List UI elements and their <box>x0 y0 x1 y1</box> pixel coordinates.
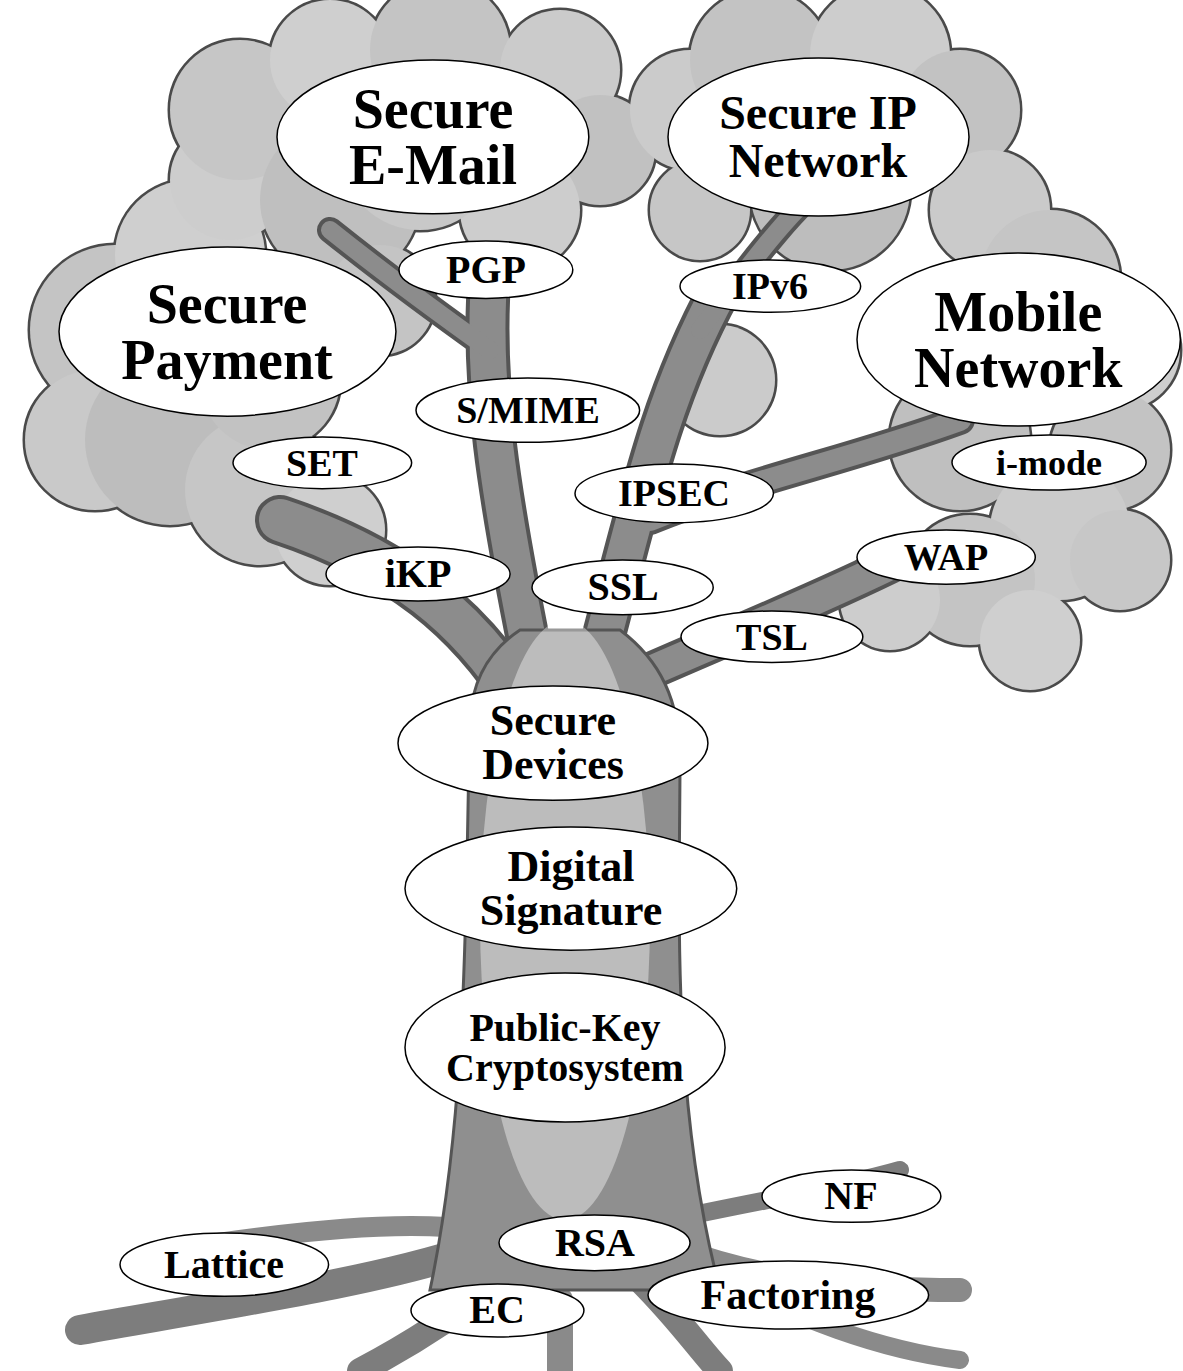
ellipse-shape <box>411 1284 584 1337</box>
ellipse-shape <box>762 1170 941 1222</box>
ellipse-node: WAP <box>856 529 1036 585</box>
ellipse-shape <box>499 1215 690 1271</box>
node-label: Public-Key Cryptosystem <box>441 1008 689 1088</box>
node-label: IPSEC <box>618 474 730 512</box>
ellipse-shape <box>405 973 725 1122</box>
ellipse-shape <box>233 437 412 489</box>
ellipse-node: Public-Key Cryptosystem <box>404 972 726 1123</box>
node-label: WAP <box>904 538 988 576</box>
ellipse-node: IPSEC <box>574 463 774 524</box>
ellipse-node: SSL <box>531 559 714 616</box>
node-label: Secure E-Mail <box>328 81 538 193</box>
node-label: SET <box>286 444 358 482</box>
ellipse-shape <box>857 530 1035 584</box>
ellipse-node: NF <box>761 1169 942 1223</box>
foliage-outline <box>25 0 1180 690</box>
node-label: PGP <box>446 250 526 290</box>
ellipse-node: RSA <box>498 1214 691 1272</box>
node-label: iKP <box>385 554 452 594</box>
ellipse-node: Secure Devices <box>397 685 709 801</box>
ellipse-node: EC <box>410 1283 585 1338</box>
ellipse-node: Lattice <box>119 1232 330 1297</box>
ellipse-shape <box>399 241 573 298</box>
ellipse-node: SET <box>232 436 413 490</box>
node-label: SSL <box>587 567 658 607</box>
branch <box>487 270 530 650</box>
ellipse-shape <box>532 560 713 615</box>
ellipse-shape <box>575 464 773 523</box>
foliage <box>25 0 1180 690</box>
ellipse-node: Mobile Network <box>856 252 1181 427</box>
branches <box>280 180 960 700</box>
branch <box>487 270 530 650</box>
ellipse-node: Secure IP Network <box>667 57 970 217</box>
node-label: Lattice <box>164 1245 284 1285</box>
node-label: RSA <box>555 1223 635 1263</box>
ellipse-shape <box>668 58 969 216</box>
node-label: EC <box>469 1290 525 1330</box>
ellipse-shape <box>416 378 640 442</box>
ellipse-node: S/MIME <box>415 377 641 443</box>
node-label: Secure Payment <box>114 276 339 388</box>
ellipse-node: iKP <box>325 546 511 602</box>
node-label: IPv6 <box>732 267 808 305</box>
node-label: NF <box>824 1176 877 1216</box>
ellipse-shape <box>857 253 1180 426</box>
ellipse-node: TSL <box>680 610 864 663</box>
ellipse-node: PGP <box>398 240 574 299</box>
ellipse-shape <box>681 611 863 662</box>
node-label: Secure Devices <box>475 699 630 787</box>
ellipse-shape <box>648 1261 929 1329</box>
ellipse-shape <box>680 260 861 312</box>
node-label: Factoring <box>701 1274 876 1316</box>
ellipse-node: IPv6 <box>679 259 862 313</box>
node-label: Digital Signature <box>473 845 668 933</box>
ellipse-shape <box>277 60 589 214</box>
ellipse-node: Factoring <box>647 1260 930 1330</box>
ellipse-shape <box>405 827 737 950</box>
ellipse-node: Secure E-Mail <box>276 59 590 215</box>
ellipse-node: Secure Payment <box>58 246 397 417</box>
ellipse-shape <box>59 247 396 416</box>
node-label: TSL <box>736 618 808 656</box>
ellipse-node: i-mode <box>951 434 1147 491</box>
node-label: Secure IP Network <box>713 89 923 185</box>
node-label: i-mode <box>996 445 1102 481</box>
ellipse-node: Digital Signature <box>404 826 738 951</box>
ellipse-shape <box>120 1233 329 1296</box>
node-label: Mobile Network <box>911 284 1126 396</box>
ellipse-shape <box>952 435 1146 490</box>
node-label: S/MIME <box>456 391 600 429</box>
ellipse-shape <box>398 686 708 800</box>
ellipse-shape <box>326 547 510 601</box>
